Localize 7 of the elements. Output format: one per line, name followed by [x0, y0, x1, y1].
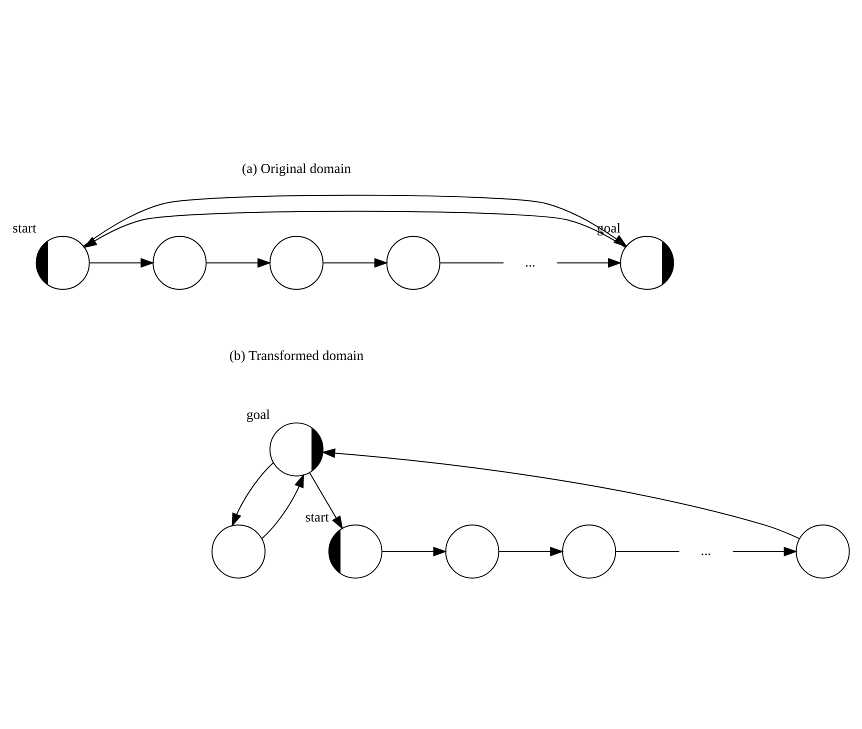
node-label: start	[305, 508, 329, 524]
label: (a) Original domain	[242, 160, 352, 176]
node-text: ...	[700, 542, 712, 558]
label: (b) Transformed domain	[229, 347, 364, 362]
node-text: ...	[525, 254, 536, 270]
node-label: start	[12, 220, 36, 236]
node-label: goal	[246, 406, 270, 422]
